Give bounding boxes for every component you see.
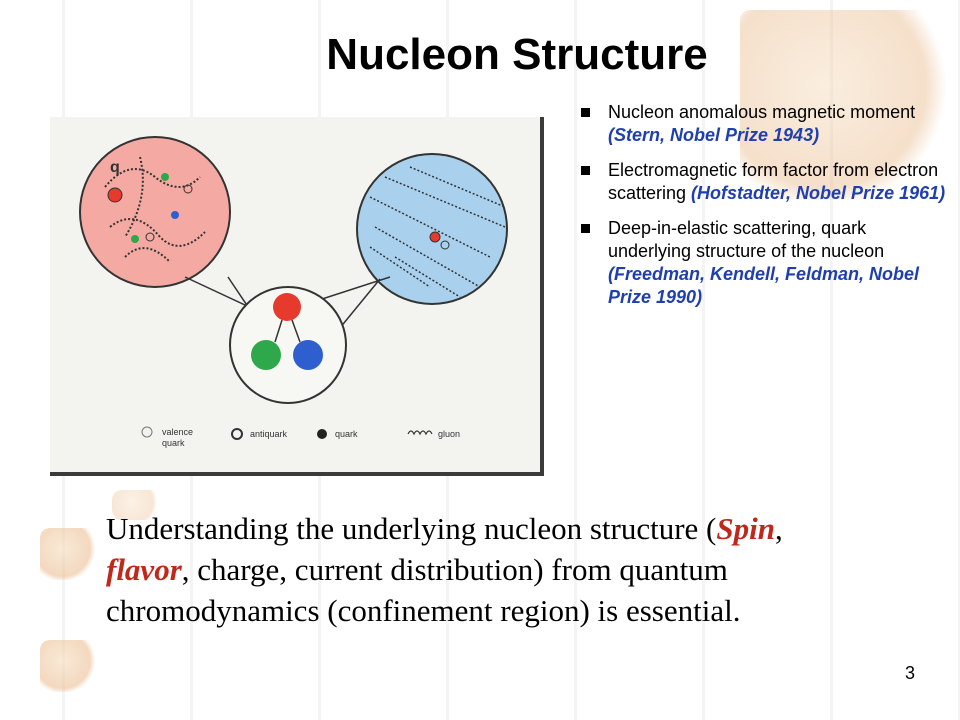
legend-quark: quark: [335, 429, 358, 439]
nucleon-diagram-svg: q valence: [79, 136, 508, 448]
square-bullet-icon: [581, 166, 590, 175]
decorative-seal-logo: [40, 528, 96, 580]
diagram-legend: valence quark antiquark quark gluon: [141, 426, 460, 448]
legend-valence-2: quark: [162, 438, 185, 448]
slide-title: Nucleon Structure: [326, 30, 708, 79]
bullet-text: Nucleon anomalous magnetic moment: [608, 102, 916, 122]
decorative-seal-logo: [740, 10, 950, 200]
legend-antiquark: antiquark: [250, 429, 288, 439]
decorative-seal-logo: [40, 640, 96, 692]
bullet-item: Electromagnetic form factor from electro…: [580, 159, 952, 205]
bullet-item: Deep-in-elastic scattering, quark underl…: [580, 217, 952, 309]
left-zoom-bubble: q: [79, 136, 231, 288]
decorative-seal-logo: [112, 490, 162, 520]
bullet-text: Electromagnetic form factor from electro…: [608, 160, 939, 203]
right-zoom-bubble: [356, 153, 508, 305]
statement-part-1: Understanding the underlying nucleon str…: [106, 511, 717, 546]
nucleon-circle: [229, 286, 347, 404]
legend-gluon: gluon: [438, 429, 460, 439]
bullet-item: Nucleon anomalous magnetic moment (Stern…: [580, 101, 952, 147]
legend-valence: valence: [162, 427, 193, 437]
bullet-text: Deep-in-elastic scattering, quark underl…: [608, 218, 885, 261]
summary-statement: Understanding the underlying nucleon str…: [106, 508, 846, 631]
bubble-label: q: [110, 159, 120, 176]
square-bullet-icon: [581, 108, 590, 117]
statement-spin: Spin: [716, 511, 775, 546]
statement-flavor: flavor: [106, 552, 182, 587]
page-number: 3: [905, 663, 916, 683]
bullet-list: Nucleon anomalous magnetic moment (Stern…: [580, 101, 952, 321]
statement-part-2: , charge, current distribution) from qua…: [106, 552, 741, 628]
statement-comma: ,: [774, 511, 783, 546]
bullet-citation: (Hofstadter, Nobel Prize 1961): [691, 183, 946, 203]
bullet-citation: (Stern, Nobel Prize 1943): [608, 125, 820, 145]
nucleon-diagram: q valence: [50, 117, 544, 476]
square-bullet-icon: [581, 224, 590, 233]
bullet-citation: (Freedman, Kendell, Feldman, Nobel Prize…: [608, 264, 920, 307]
